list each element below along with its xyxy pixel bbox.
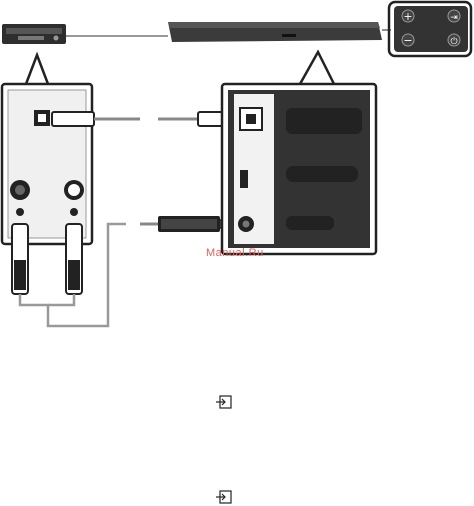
- source-icon: ⇥: [450, 13, 458, 23]
- optical-cable: [51, 111, 243, 127]
- power-button[interactable]: [447, 33, 461, 47]
- minus-icon: −: [403, 34, 412, 47]
- usb-port: [240, 170, 248, 188]
- plus-button[interactable]: [401, 9, 415, 23]
- soundbar-rear-panel: [220, 49, 378, 256]
- source-button[interactable]: [447, 9, 461, 23]
- source-device-rear-panel: [0, 51, 94, 246]
- source-input-icon: [216, 490, 232, 504]
- plus-icon: +: [403, 10, 412, 23]
- source-device: [2, 24, 66, 44]
- minus-button[interactable]: [401, 33, 415, 47]
- soundbar-button-panel: + ⇥ − ⏻: [387, 0, 473, 58]
- source-input-icon: [216, 395, 232, 409]
- rca-cable: [11, 222, 126, 328]
- watermark: Manual.Ru: [206, 247, 264, 259]
- power-icon: ⏻: [450, 36, 457, 47]
- soundbar: [168, 22, 382, 42]
